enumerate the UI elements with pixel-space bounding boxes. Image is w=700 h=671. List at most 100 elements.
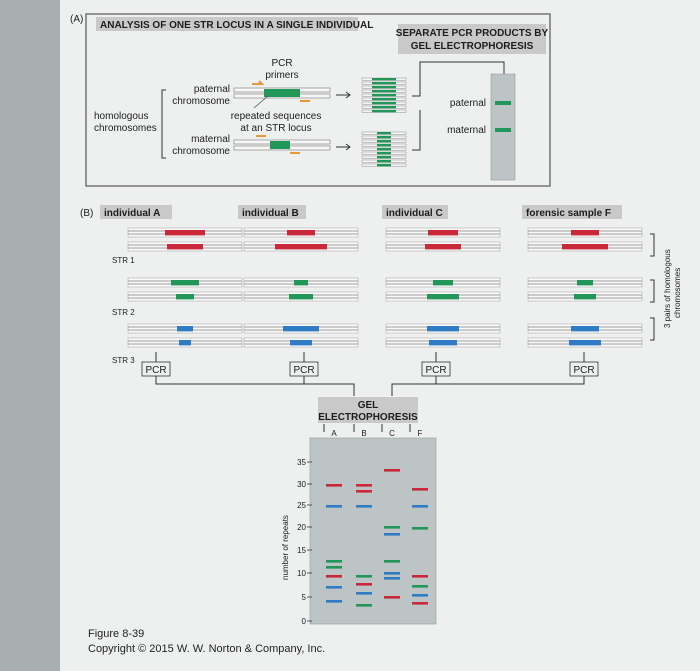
gel-band	[384, 572, 400, 575]
gel-band	[412, 602, 428, 605]
str-repeat-region	[569, 340, 601, 346]
homologous-bracket	[161, 89, 166, 159]
copyright-line: Copyright © 2015 W. W. Norton & Company,…	[88, 643, 325, 655]
primer-arrow-bottom	[256, 135, 300, 154]
arrow-bottom	[336, 143, 351, 151]
str-repeat-region	[428, 230, 458, 236]
gel-band	[356, 575, 372, 578]
column-label-a: individual A	[104, 208, 160, 219]
lane-label: C	[389, 429, 395, 438]
gel-band	[384, 533, 400, 536]
gel-band	[326, 484, 342, 487]
maternal-chromosome-label-2: chromosome	[172, 146, 230, 157]
panel-a-title-bg	[96, 17, 358, 31]
gel-title-line1: SEPARATE PCR PRODUCTS BY	[396, 28, 549, 39]
axis-tick-label: 10	[297, 569, 306, 578]
gel-title-bg	[398, 24, 546, 54]
paternal-repeat-region	[264, 89, 300, 97]
panel-a-label: (A)	[70, 14, 83, 25]
gel-band	[356, 490, 372, 493]
side-label-1: 3 pairs of homologous	[663, 249, 672, 328]
pcr-product-repeat	[372, 106, 396, 109]
str-repeat-region	[577, 280, 593, 286]
column-a-label-bg	[100, 205, 172, 219]
str-repeat-region	[427, 294, 459, 300]
pcr-product-repeat	[377, 144, 391, 147]
gel-band	[326, 566, 342, 569]
str-repeat-region	[294, 280, 308, 286]
pcr-product-repeat	[377, 156, 391, 159]
str-repeat-region	[427, 326, 459, 332]
chromosome-grid	[127, 227, 643, 348]
paternal-band	[495, 101, 511, 105]
homologous-label-1: homologous	[94, 111, 148, 122]
str-repeat-region	[433, 280, 453, 286]
panel-a-title: ANALYSIS OF ONE STR LOCUS IN A SINGLE IN…	[100, 20, 373, 31]
axis-tick-label: 0	[302, 617, 307, 626]
gel-band	[384, 469, 400, 472]
paternal-chromosome	[233, 87, 331, 99]
str-repeat-region	[171, 280, 199, 286]
maternal-chromosome-label-1: maternal	[191, 134, 230, 145]
gel-band	[326, 586, 342, 589]
panel-a-gel	[490, 73, 516, 181]
pcr-product-repeat	[372, 98, 396, 101]
pcr-label: PCR	[573, 365, 594, 376]
pcr-label: PCR	[425, 365, 446, 376]
str3-label: STR 3	[112, 356, 135, 365]
str2-label: STR 2	[112, 308, 135, 317]
maternal-repeat-region	[270, 141, 290, 149]
gel-title-line2: GEL ELECTROPHORESIS	[411, 41, 534, 52]
paternal-chromosome-label-1: paternal	[194, 84, 230, 95]
column-label-f: forensic sample F	[526, 208, 611, 219]
gel-label-1: GEL	[358, 400, 379, 411]
panel-a: (A) ANALYSIS OF ONE STR LOCUS IN A SINGL…	[70, 13, 551, 187]
gel-load-line	[412, 61, 505, 97]
column-label-c: individual C	[386, 208, 443, 219]
lane-label: A	[331, 429, 337, 438]
figure-number: Figure 8-39	[88, 628, 144, 640]
str-repeat-region	[176, 294, 194, 300]
pcr-products-maternal	[361, 131, 407, 167]
panel-b-label: (B)	[80, 208, 93, 219]
pcr-product-repeat	[377, 152, 391, 155]
pcr-product-repeat	[377, 148, 391, 151]
pcr-product-repeat	[372, 78, 396, 81]
str-repeat-region	[167, 244, 203, 250]
pcr-product-repeat	[372, 110, 396, 113]
pcr-primers-label-2: primers	[265, 70, 298, 81]
paternal-chromosome-label-2: chromosome	[172, 96, 230, 107]
pcr-product-repeat	[372, 102, 396, 105]
axis-tick-label: 35	[297, 458, 306, 467]
gel-band	[356, 505, 372, 508]
repeated-label-1: repeated sequences	[231, 111, 322, 122]
str-repeat-region	[425, 244, 461, 250]
pointer-line	[253, 95, 269, 109]
column-label-b: individual B	[242, 208, 299, 219]
arrow-top	[336, 91, 351, 99]
str-repeat-region	[165, 230, 205, 236]
pcr-product-repeat	[377, 160, 391, 163]
pcr-product-repeat	[377, 132, 391, 135]
gel-band	[356, 583, 372, 586]
pcr-product-repeat	[372, 94, 396, 97]
gel-band	[384, 526, 400, 529]
repeated-label-2: at an STR locus	[240, 123, 311, 134]
gel-band	[356, 592, 372, 595]
gel-band	[326, 505, 342, 508]
str-repeat-region	[574, 294, 596, 300]
str-repeat-region	[283, 326, 319, 332]
str-repeat-region	[177, 326, 193, 332]
gel-band	[384, 596, 400, 599]
str-repeat-region	[429, 340, 457, 346]
axis-label: number of repeats	[281, 515, 290, 580]
str-repeat-region	[289, 294, 313, 300]
axis-tick-label: 20	[297, 523, 306, 532]
str-repeat-region	[179, 340, 191, 346]
primer-arrow-top	[252, 80, 310, 102]
str-repeat-region	[290, 340, 312, 346]
lane-label: F	[418, 429, 423, 438]
